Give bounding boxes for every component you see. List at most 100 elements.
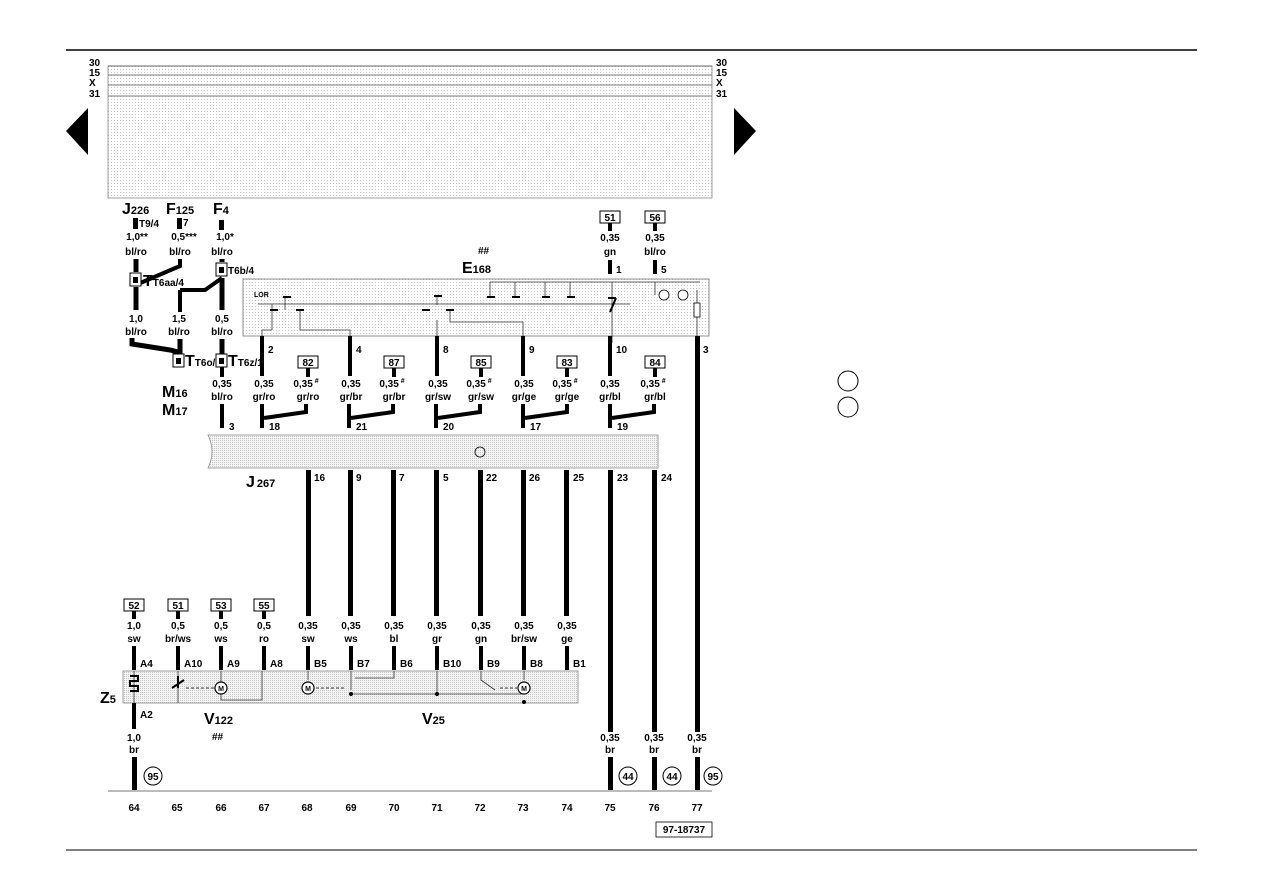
ground-wire-size-75: 0,35	[600, 733, 620, 744]
component-v122-mark: ##	[212, 732, 224, 743]
legend-circle-icon	[837, 396, 859, 418]
e168-ref-wire-labels: 0,35 gn 0,35 bl/ro	[600, 233, 666, 258]
j267-pin-22: 22	[486, 473, 498, 484]
ground-wire-77	[695, 757, 700, 790]
e168-pin-4: 4	[356, 345, 362, 356]
ground-a2-size: 1,0	[127, 733, 141, 744]
ground-wire-labels: 0,35 br 0,35 br 0,35 br	[600, 733, 707, 756]
e168-pin-labels: 2 4 8 9 10 3	[268, 345, 709, 356]
z5-stub-b5	[306, 646, 310, 670]
j267-ref-size-17: 0,35#	[552, 378, 577, 390]
junction-dot	[349, 692, 353, 696]
connector-t6b-4: T6b/4	[228, 266, 255, 277]
drawing-number-box	[655, 821, 713, 838]
e168-wire-stub-1	[608, 260, 612, 274]
connector-t9-4: T9/4	[139, 219, 159, 230]
indicator-lamp-icon	[658, 289, 670, 301]
e168-output-wire-4	[348, 336, 352, 346]
z5-pin-b1: B1	[573, 659, 586, 670]
wire-labels-mid: 1,0 bl/ro 1,5 bl/ro 0,5 bl/ro	[125, 314, 233, 338]
wire-e168-pin4-down	[348, 346, 352, 376]
z5-stub-a9	[219, 646, 223, 670]
wire-labels-top: 1,0** bl/ro 0,5*** bl/ro 1,0* bl/ro	[125, 232, 234, 258]
rail-label-15-left: 15	[89, 68, 101, 79]
rail-labels-left: 30 15 X 31	[89, 58, 101, 100]
motor-icon-v25-right	[517, 681, 531, 695]
e168-pin-3: 3	[703, 345, 709, 356]
ground-wire-color-77: br	[692, 745, 702, 756]
component-z5: Z5	[100, 690, 116, 707]
j267-top-pin-labels: 3 18 21 20 17 19	[229, 422, 629, 433]
next-page-arrow-icon[interactable]	[734, 108, 756, 155]
wire-size-f125-mid: 1,5	[172, 314, 186, 325]
z5-stub-b6	[392, 646, 396, 670]
j267-ref-color-21: gr/br	[383, 392, 406, 403]
junction-dot	[435, 692, 439, 696]
wire-track-76	[652, 470, 657, 732]
ref-83: 83	[561, 358, 573, 369]
z5-stub-a4	[132, 646, 136, 670]
wire-track-68	[306, 470, 311, 616]
j267-merge-wires	[220, 404, 656, 428]
e168-wire-color-56: bl/ro	[644, 247, 666, 258]
motor-icon-v25-left	[301, 681, 315, 695]
wire-size-f125: 0,5***	[171, 232, 197, 243]
rail-labels-right: 30 15 X 31	[716, 58, 728, 100]
wire-stub-f4	[219, 220, 224, 230]
e168-pin-5: 5	[661, 265, 667, 276]
wire-e168-pin2-down	[260, 346, 264, 376]
z5-pin-b5: B5	[314, 659, 327, 670]
z5-wire-color-b9: gn	[475, 634, 487, 645]
ref-53: 53	[215, 601, 227, 612]
j267-ref-color-20: gr/sw	[468, 392, 494, 403]
ref-stub-52	[132, 611, 136, 619]
rail-label-31-right: 31	[716, 89, 728, 100]
heater-element-icon	[129, 675, 139, 692]
component-e168-mark: ##	[478, 246, 490, 257]
z5-stub-a10	[176, 646, 180, 670]
ref-85: 85	[475, 358, 487, 369]
z5-wire-size-a8: 0,5	[257, 621, 271, 632]
e168-output-wire-10	[608, 336, 612, 346]
j267-pin-20: 20	[443, 422, 455, 433]
rail-label-x-left: X	[89, 78, 96, 89]
ground-point-95-icon	[703, 766, 723, 786]
z5-wire-size-b8: 0,35	[514, 621, 534, 632]
wire-size-f4: 1,0*	[216, 232, 234, 243]
wire-track-69	[348, 470, 353, 616]
j267-ref-color-19: gr/bl	[644, 392, 666, 403]
rail-label-30-left: 30	[89, 58, 101, 69]
ground-wire-75	[608, 757, 613, 790]
j267-pin-5: 5	[443, 473, 449, 484]
j267-wire-color-21: gr/br	[340, 392, 363, 403]
track-68: 68	[301, 803, 313, 814]
wire-stub-j226	[133, 218, 138, 229]
z5-pin-a2: A2	[140, 710, 153, 721]
ref-51: 51	[172, 601, 184, 612]
rail-label-30-right: 30	[716, 58, 728, 69]
z5-ref-boxes	[123, 598, 275, 619]
wire-color-f4: bl/ro	[211, 247, 233, 258]
j267-wire-size-19: 0,35	[600, 379, 620, 390]
z5-stub-b9	[479, 646, 483, 670]
j267-pin-23: 23	[617, 473, 629, 484]
z5-pin-b6: B6	[400, 659, 413, 670]
e168-ref-51: 51	[604, 213, 616, 224]
previous-page-arrow-icon[interactable]	[66, 108, 88, 155]
z5-wire-size-b10: 0,35	[427, 621, 447, 632]
j267-top-wire-labels: 0,35 bl/ro 0,35 gr/ro 0,35# gr/ro 0,35 g…	[211, 378, 666, 403]
e168-wire-stub-5	[653, 260, 657, 274]
z5-wire-color-b5: sw	[301, 634, 315, 645]
j267-wire-size-20: 0,35	[428, 379, 448, 390]
track-numbers: 64 65 66 67 68 69 70 71 72 73 74 75 76 7…	[128, 803, 703, 814]
ground-wire-a2-upper	[132, 703, 136, 729]
connector-pin-7: 7	[183, 218, 189, 229]
wire-color-t6aa: bl/ro	[125, 327, 147, 338]
wire-track-73	[521, 470, 526, 616]
z5-pin-b7: B7	[357, 659, 370, 670]
rail-label-15-right: 15	[716, 68, 728, 79]
z5-wire-size-b9: 0,35	[471, 621, 491, 632]
e168-pin-2: 2	[268, 345, 274, 356]
j267-wire-color-18: gr/ro	[253, 392, 276, 403]
